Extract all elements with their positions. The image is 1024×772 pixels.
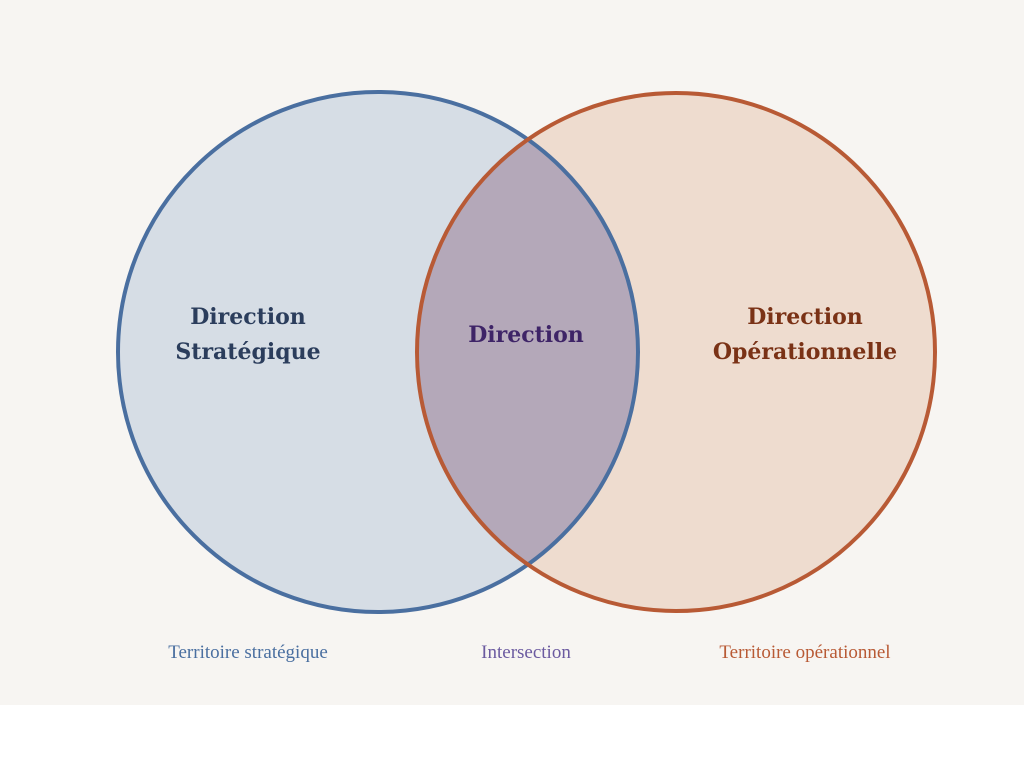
left-caption: Territoire stratégique bbox=[168, 642, 328, 663]
right-region-label-line1: Direction bbox=[747, 304, 863, 330]
left-region-label-line2: Stratégique bbox=[175, 339, 320, 365]
right-circle-outline bbox=[415, 91, 937, 613]
intersection-caption: Intersection bbox=[481, 642, 571, 663]
left-region-label-line1: Direction bbox=[190, 304, 306, 330]
right-region-label-line2: Opérationnelle bbox=[713, 339, 897, 365]
bottom-band bbox=[0, 705, 1024, 772]
right-caption: Territoire opérationnel bbox=[719, 642, 890, 663]
left-circle-outline bbox=[116, 90, 640, 614]
intersection-label: Direction bbox=[468, 322, 584, 348]
intersection-lens bbox=[417, 93, 638, 611]
